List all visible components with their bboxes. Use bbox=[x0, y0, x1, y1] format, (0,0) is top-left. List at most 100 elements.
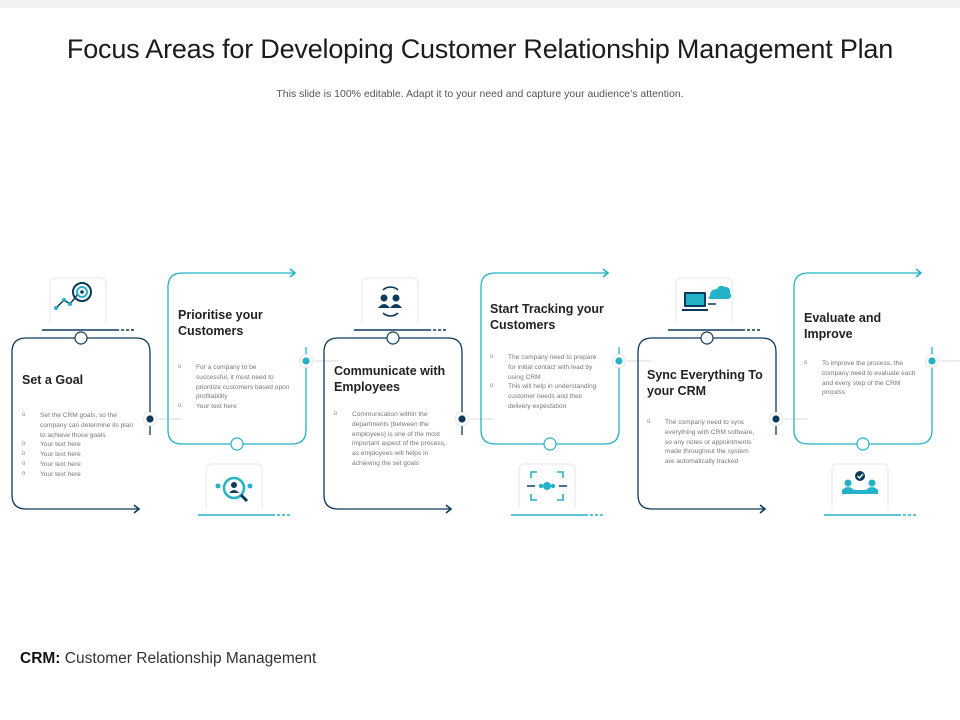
chart-point bbox=[62, 298, 66, 302]
side-person-right bbox=[247, 483, 253, 489]
top-strip bbox=[0, 0, 960, 8]
card-border bbox=[793, 272, 933, 445]
bullet-item: To improve the process, the company need… bbox=[804, 359, 916, 398]
step-bullets-evaluate: To improve the process, the company need… bbox=[804, 359, 916, 398]
person-head-right bbox=[392, 294, 400, 302]
step-title-evaluate: Evaluate and Improve bbox=[804, 311, 882, 341]
arrow-head bbox=[759, 504, 767, 514]
step-card-1 bbox=[11, 277, 182, 514]
side-marker-dot bbox=[302, 357, 310, 365]
icon-tab bbox=[354, 277, 448, 331]
connector-circle bbox=[230, 437, 244, 451]
focus-corner bbox=[530, 494, 537, 501]
bullet-item: The company need to prepare for initial … bbox=[490, 353, 602, 382]
bullet-item: Your text here bbox=[22, 450, 134, 460]
bullet-item: Set the CRM goals, so the company can de… bbox=[22, 411, 134, 440]
team-cycle-icon bbox=[378, 286, 402, 317]
side-marker-dot bbox=[928, 357, 936, 365]
cycle-arrow-bottom bbox=[382, 312, 399, 317]
person-head-left bbox=[380, 294, 388, 302]
bullet-item: Your text here bbox=[178, 402, 290, 412]
focus-corner bbox=[530, 471, 537, 478]
person-body-left bbox=[378, 304, 390, 308]
icon-tab bbox=[42, 277, 136, 331]
bullet-item: Your text here bbox=[22, 440, 134, 450]
step-card-5 bbox=[637, 277, 808, 514]
connector-circle bbox=[543, 437, 557, 451]
step-title-prioritise: Prioritise your Customers bbox=[178, 308, 263, 338]
bullet-item: Your text here bbox=[22, 470, 134, 480]
person-head-right bbox=[868, 479, 876, 487]
chart-point bbox=[68, 302, 72, 306]
connector-circle bbox=[386, 331, 400, 345]
person-body bbox=[229, 490, 239, 493]
bullet-item: This will help in understanding customer… bbox=[490, 382, 602, 411]
side-marker-dot bbox=[615, 357, 623, 365]
step-card-4 bbox=[480, 268, 651, 516]
step-bullets-sync: The company need to sync everything with… bbox=[647, 418, 759, 467]
chart-line bbox=[55, 293, 79, 309]
arrow-head bbox=[915, 268, 923, 278]
meeting-evaluate-icon bbox=[842, 471, 878, 494]
arrow-head bbox=[289, 268, 297, 278]
step-card-6 bbox=[793, 268, 960, 516]
side-marker-dot bbox=[146, 415, 154, 423]
side-marker-dot bbox=[772, 415, 780, 423]
side-person-left bbox=[215, 483, 221, 489]
step-bullets-set-goal: Set the CRM goals, so the company can de… bbox=[22, 411, 134, 480]
card-border bbox=[323, 337, 463, 510]
step-title-set-goal: Set a Goal bbox=[22, 373, 84, 387]
bullet-item: For a company to be successful, it must … bbox=[178, 363, 290, 402]
icon-tab-shadow bbox=[361, 277, 419, 322]
slide-subtitle: This slide is 100% editable. Adapt it to… bbox=[276, 88, 684, 100]
icon-tab bbox=[824, 463, 918, 516]
magnify-people-icon bbox=[215, 476, 253, 503]
check-badge bbox=[855, 471, 865, 481]
bullet-item: Your text here bbox=[22, 460, 134, 470]
goal-target-chart-icon bbox=[54, 282, 92, 310]
card-border bbox=[480, 272, 620, 445]
step-title-tracking: Start Tracking your Customers bbox=[490, 302, 604, 332]
focus-corner bbox=[557, 471, 564, 478]
step-bullets-communicate: Communication within the departments (be… bbox=[334, 410, 446, 469]
card-border bbox=[11, 337, 151, 510]
cloud bbox=[708, 285, 732, 299]
footer-abbr: CRM: bbox=[20, 650, 61, 667]
monitor-screen bbox=[686, 294, 704, 305]
step-title-sync: Sync Everything To your CRM bbox=[647, 368, 763, 398]
connector-circle bbox=[74, 331, 88, 345]
connector-circle bbox=[856, 437, 870, 451]
arrow-head bbox=[445, 504, 453, 514]
icon-tab-shadow bbox=[831, 463, 889, 508]
person-body-left bbox=[842, 487, 854, 490]
slide-title: Focus Areas for Developing Customer Rela… bbox=[66, 34, 894, 64]
step-title-communicate: Communicate with Employees bbox=[334, 364, 446, 394]
step-bullets-prioritise: For a company to be successful, it must … bbox=[178, 363, 290, 412]
meeting-table bbox=[842, 490, 878, 494]
focus-corner bbox=[557, 494, 564, 501]
target-ring bbox=[72, 282, 92, 302]
bullet-item: The company need to sync everything with… bbox=[647, 418, 759, 467]
magnifier-lens bbox=[222, 476, 246, 500]
cloud-sync-icon bbox=[682, 285, 732, 311]
footer-note: CRM: Customer Relationship Management bbox=[20, 650, 316, 668]
card-border bbox=[167, 272, 307, 445]
connector-circle bbox=[700, 331, 714, 345]
person-head-left bbox=[844, 479, 852, 487]
step-card-3 bbox=[323, 277, 494, 514]
step-card-2 bbox=[167, 268, 338, 516]
magnifier-handle bbox=[239, 493, 249, 503]
tracking-center bbox=[543, 482, 551, 490]
person-body-right bbox=[390, 304, 402, 308]
step-bullets-tracking: The company need to prepare for initial … bbox=[490, 353, 602, 412]
bullet-item: Communication within the departments (be… bbox=[334, 410, 446, 469]
tracking-dot bbox=[538, 483, 544, 489]
side-marker-dot bbox=[458, 415, 466, 423]
tracking-dot bbox=[550, 483, 556, 489]
icon-tab bbox=[511, 463, 605, 516]
cycle-arrow-top bbox=[382, 286, 399, 291]
person-head bbox=[231, 482, 237, 488]
arrow-head bbox=[133, 504, 141, 514]
icon-tab bbox=[198, 463, 292, 516]
target-ring-inner bbox=[76, 286, 88, 298]
